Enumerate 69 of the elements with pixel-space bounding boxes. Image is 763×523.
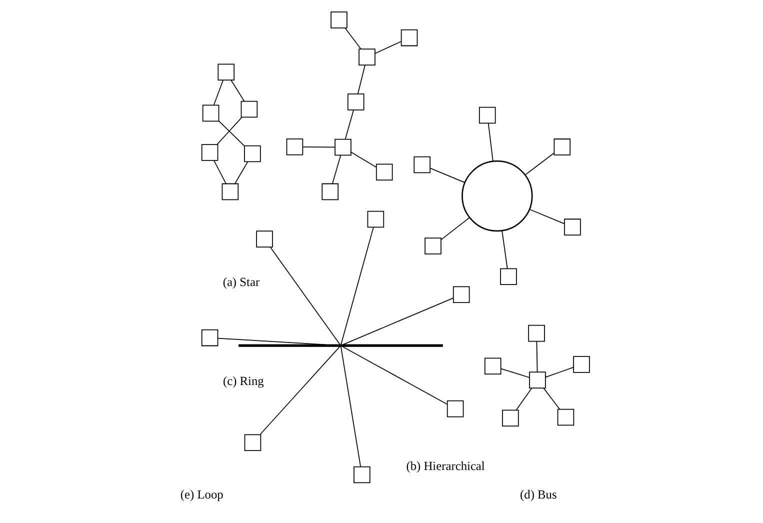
node-box	[334, 138, 352, 156]
node-box	[347, 94, 364, 110]
node-bar	[238, 344, 443, 347]
node-box	[201, 329, 218, 346]
node-box	[484, 358, 502, 374]
connector	[545, 366, 574, 378]
node-box	[414, 156, 430, 174]
connector	[234, 161, 248, 184]
node-box	[354, 466, 370, 484]
node-box	[202, 104, 220, 122]
connector	[340, 227, 374, 345]
label: (e) Loop	[180, 487, 224, 502]
node-box	[478, 106, 496, 124]
node-circle	[462, 160, 533, 232]
connector	[270, 246, 340, 345]
node-box	[573, 356, 590, 373]
label: (a) Star	[222, 275, 260, 290]
connector	[217, 338, 326, 346]
node-box	[367, 210, 384, 228]
connector	[302, 146, 336, 148]
connector	[440, 217, 470, 240]
connector	[342, 298, 454, 346]
node-box	[446, 400, 464, 418]
connector	[340, 346, 362, 468]
connector	[357, 64, 366, 94]
node-box	[528, 324, 545, 342]
connector	[332, 154, 342, 184]
connector	[529, 208, 565, 224]
node-box	[452, 286, 470, 304]
node-box	[358, 48, 376, 66]
node-box	[400, 29, 418, 46]
connector	[260, 346, 340, 435]
connector	[344, 110, 354, 140]
node-box	[500, 268, 517, 286]
connector	[350, 152, 377, 168]
node-box	[424, 238, 442, 254]
node-box	[244, 434, 262, 452]
connector	[543, 388, 560, 410]
node-box	[376, 164, 393, 181]
connector	[430, 168, 466, 184]
node-box	[256, 230, 273, 248]
node-box	[201, 144, 218, 161]
connector	[502, 230, 508, 269]
node-box	[529, 372, 546, 388]
node-box	[322, 183, 339, 200]
connector	[524, 152, 554, 176]
node-box	[564, 218, 581, 236]
connector	[213, 80, 224, 106]
node-box	[244, 145, 261, 162]
connector	[488, 122, 494, 162]
label: (c) Ring	[222, 374, 264, 388]
connector	[342, 346, 448, 405]
connector	[344, 27, 362, 50]
node-box	[502, 410, 519, 427]
node-box	[554, 138, 571, 156]
label: (d) Bus	[520, 487, 557, 502]
node-box	[557, 408, 574, 426]
connector	[516, 388, 532, 411]
label: (b) Hierarchical	[406, 459, 485, 474]
connector	[230, 80, 245, 102]
connector	[536, 340, 538, 372]
connector	[214, 160, 226, 184]
connector	[500, 368, 530, 378]
node-box	[240, 100, 258, 118]
node-box	[286, 138, 304, 156]
node-box	[222, 183, 239, 200]
connector	[374, 41, 402, 54]
node-box	[218, 64, 235, 80]
node-box	[330, 12, 348, 28]
